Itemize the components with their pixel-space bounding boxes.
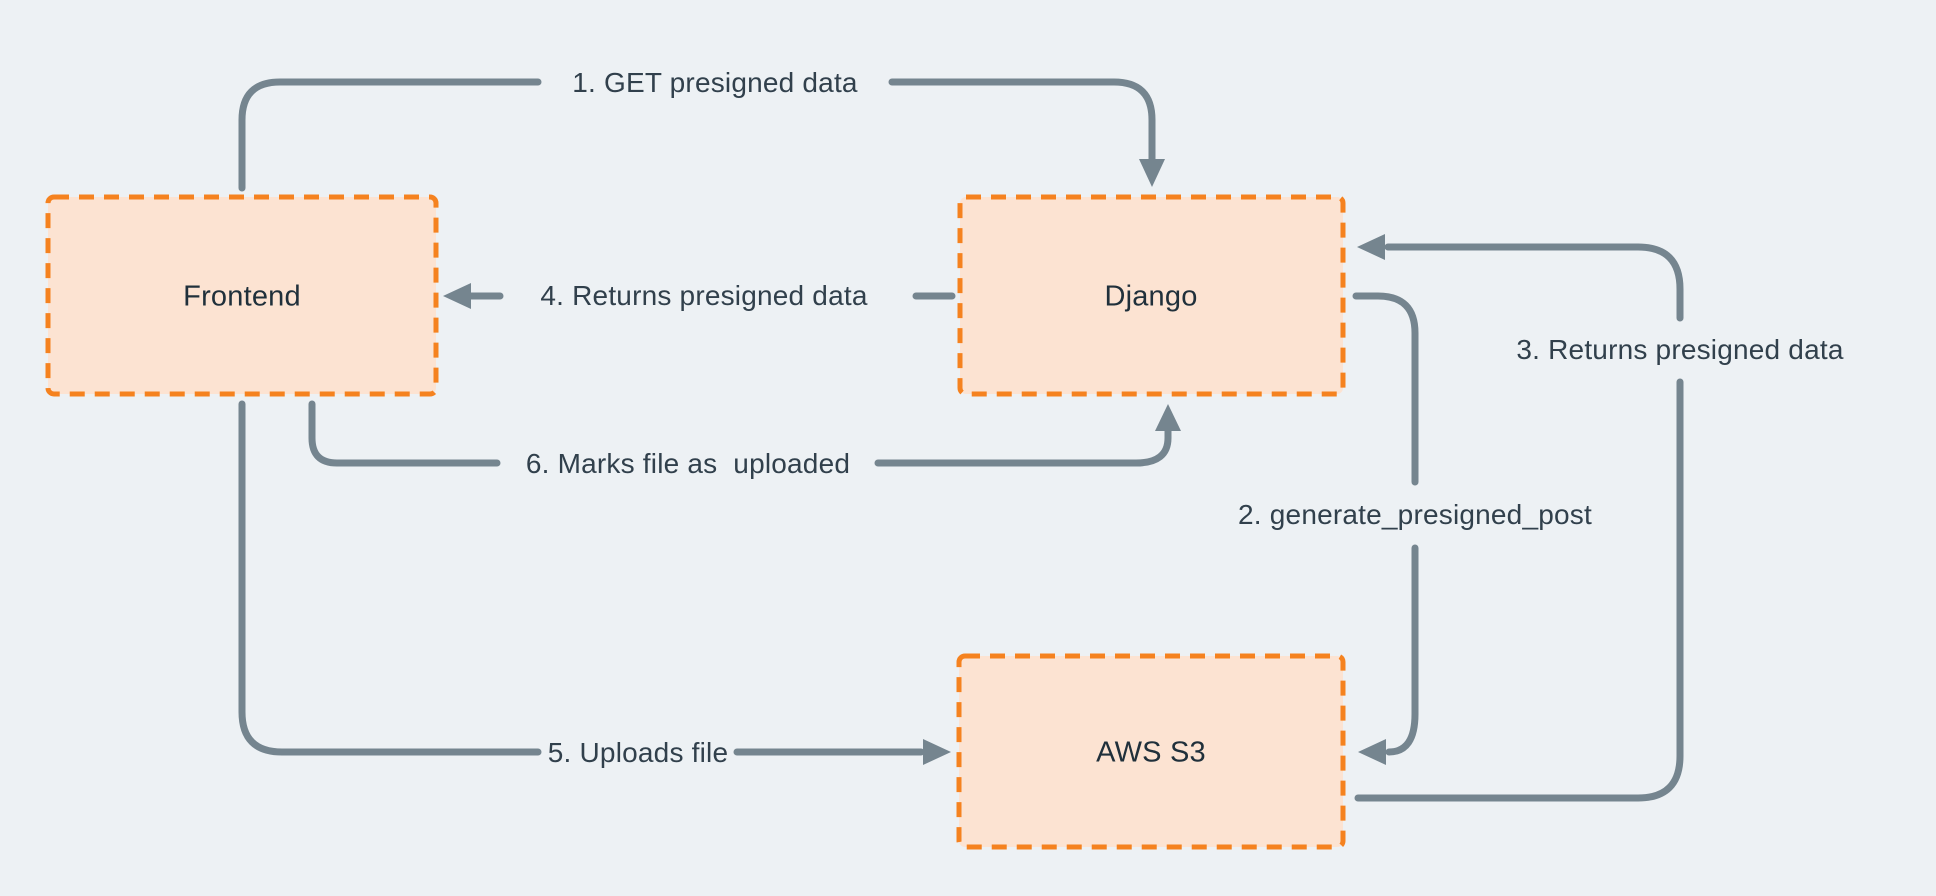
frontend-node-label: Frontend	[183, 280, 301, 313]
edge-6-line-start	[308, 400, 501, 467]
edge-2-arrowhead	[1358, 739, 1386, 765]
edge-1-line-start	[238, 78, 542, 192]
edge-label-returns-presigned-data-s3: 3. Returns presigned data	[1516, 334, 1844, 365]
edge-label-uploads-file: 5. Uploads file	[547, 737, 729, 768]
edge-1-arrowhead	[1139, 159, 1165, 187]
edge-label-generate-presigned-post: 2. generate_presigned_post	[1238, 499, 1592, 530]
edge-3-line-start	[1354, 378, 1684, 802]
edge-2-line-end	[1385, 544, 1419, 756]
edge-label-marks-file-uploaded: 6. Marks file as uploaded	[525, 448, 851, 479]
edge-5-arrowhead	[923, 739, 951, 765]
django-node-box	[957, 194, 1346, 397]
edge-5-line-start	[238, 400, 542, 756]
edge-label-get-presigned-data: 1. GET presigned data	[572, 67, 858, 98]
aws-s3-node-label: AWS S3	[1096, 736, 1206, 769]
edge-1-line-end	[888, 78, 1156, 165]
django-node-label: Django	[1104, 280, 1198, 313]
edge-4-arrowhead	[443, 283, 471, 309]
edge-3-line-end	[1384, 243, 1684, 322]
edge-2-line-start	[1352, 292, 1419, 486]
edge-6-line-end	[874, 425, 1172, 467]
frontend-node-box	[45, 194, 439, 397]
aws-s3-node-box	[956, 653, 1346, 850]
edge-6-arrowhead	[1155, 404, 1181, 431]
edge-3-arrowhead	[1357, 234, 1385, 260]
edge-label-returns-presigned-data-frontend: 4. Returns presigned data	[540, 280, 868, 311]
